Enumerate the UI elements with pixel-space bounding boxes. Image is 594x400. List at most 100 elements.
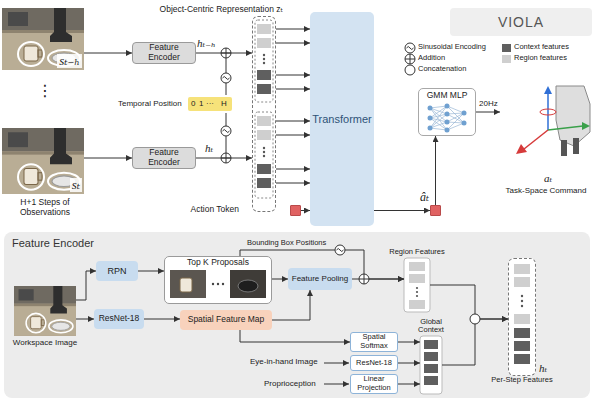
node-text: Object-Centric Representation zₜ [160,5,283,15]
node-text: Global Context [411,318,451,335]
connector [301,210,310,211]
temporal-encoding [188,48,232,163]
node-text: Region Features [389,248,444,257]
legend-text: Concatenation [418,65,466,74]
node-text: Workspace Image [6,338,84,347]
legend-text: Addition [418,54,445,63]
connector [196,53,252,54]
connector [138,271,164,272]
node-text: Feature Encoder [133,43,195,63]
edge-label: Bounding Box Positions [246,239,327,248]
token-column: Object-Centric Representation zₜ [252,16,276,212]
edge-label: 20Hz [478,99,499,108]
connector [276,169,310,170]
node-text: ResNet-18 [356,359,392,368]
node-text: Feature Pooling [292,274,348,283]
annotation: Proprioception [264,379,316,388]
connector [76,271,96,300]
observation-photos [2,8,84,194]
connector [76,319,94,320]
legend-swatch [502,44,511,52]
annotation: ··· [206,99,214,108]
node-text: Transformer [312,113,372,126]
node-text: Per-Step Features [491,376,553,384]
transformer-box: Transformer [310,12,374,226]
node-text: Linear Projection [351,375,397,392]
backbone-box: ResNet-18 [350,355,398,371]
legend-text: Region features [514,54,567,63]
node-text: Feature Encoder [12,237,94,250]
legend-text: Sinusoidal Encoding [418,43,486,52]
workspace-image: Workspace Image [14,286,76,336]
encoder-panel [4,232,590,398]
node-text: GMM MLP [427,91,468,101]
node-text: ResNet-18 [99,314,140,324]
robot-gripper [516,86,590,156]
annotation: 0 [191,99,195,108]
legend-symbols [405,43,415,75]
node-text: Spatial Softmax [351,333,397,350]
connector [276,121,310,122]
node-text: sₜ [70,178,82,192]
observation-image: sₜ [2,128,84,194]
connector [84,53,132,54]
node-text: âₜ [420,190,429,205]
feature-map-box: Spatial Feature Map [180,310,272,330]
connector [144,319,180,320]
node-text: aₜ [544,172,552,185]
connector [272,290,310,320]
connector [84,158,132,159]
annotation: ⋮ [37,82,53,100]
connector [272,279,288,280]
annotation: Temporal Position [118,99,182,108]
region-column: Region Features [404,258,430,312]
connector [276,75,310,76]
connector [398,363,420,364]
connector [276,43,310,44]
softmax-box: Spatial Softmax [350,332,398,352]
connector [276,135,310,136]
annotation: H [221,99,227,108]
encoder-box: Feature Encoder [132,42,196,64]
connector [240,330,350,342]
legend-text: Context features [514,43,569,52]
connector [276,29,310,30]
connector [374,210,430,211]
token-squares [255,20,273,198]
encoder-panel: Feature EncoderWorkspace Image RPN ResNet-… [4,232,590,398]
connector [435,136,436,205]
connector [476,112,500,113]
predicted-token: âₜ [430,205,441,216]
encoder-box: Feature Encoder [132,147,196,169]
per-step-column: Per-Step Featureshₜ [508,258,536,376]
action-token: Action Token [290,205,301,216]
connector [196,158,252,159]
projection-box: Linear Projection [350,374,398,394]
context-column: Global Context [420,336,442,394]
node-text: VIOLA [498,14,544,30]
connector [276,183,310,184]
node-text: hₜ [539,362,547,375]
node-text: RPN [107,266,126,276]
node-text: sₜ₋ₕ [57,54,82,68]
node-text: Top K Proposals [187,258,249,268]
rpn-box: RPN [96,261,138,281]
node-text: Feature Encoder [133,148,195,168]
connector [430,285,508,319]
observation-image: sₜ₋ₕ [2,8,84,70]
connector [276,89,310,90]
connector [398,342,420,343]
gmm-network-icon [428,104,467,133]
annotation: Eye-in-hand Image [250,357,318,366]
edge-label: hₜ [204,142,214,155]
backbone-box: ResNet-18 [94,309,144,329]
node-text: Task-Space Command [506,186,587,195]
pooling-box: Feature Pooling [288,268,352,290]
connector [442,319,508,365]
robot-command: aₜTask-Space Command [500,80,592,172]
annotation: 1 [199,99,203,108]
policy-head: GMM MLP [418,88,476,136]
connector [398,384,420,385]
node-text: Action Token [190,205,239,215]
